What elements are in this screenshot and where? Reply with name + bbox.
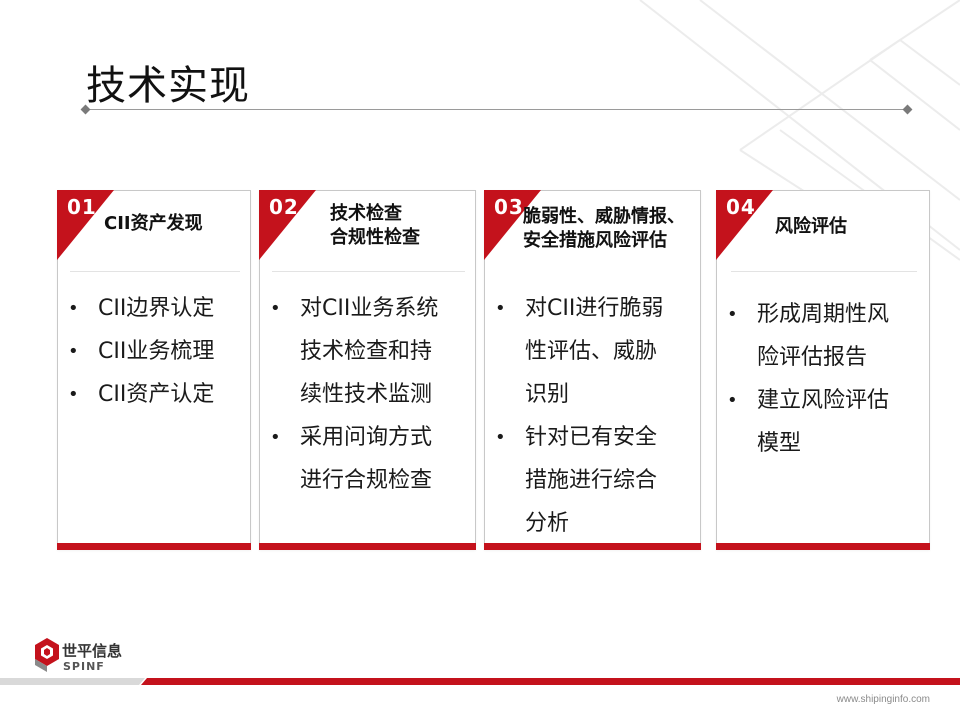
bullet-item: CII边界认定	[58, 287, 214, 330]
bullet-text-line: 建立风险评估	[757, 388, 890, 413]
bullet-text-line: 进行合规检查	[300, 468, 433, 493]
card-number: 01	[67, 195, 97, 219]
company-logo-icon	[35, 638, 59, 672]
bullet-text-line: 针对已有安全	[525, 425, 658, 450]
card-heading-line: 技术检查	[330, 203, 402, 224]
step-card-2: 02 技术检查 合规性检查 对CII业务系统 技术检查和持 续性技术监测 采用问…	[259, 190, 476, 550]
bullet-item: 建立风险评估 模型	[717, 379, 889, 465]
logo-name-en: SPINF	[63, 660, 105, 673]
bullet-item: 对CII进行脆弱 性评估、威胁 识别	[485, 287, 663, 416]
card-number: 03	[494, 195, 524, 219]
card-heading-line: CII资产发现	[104, 213, 203, 234]
bullet-text-line: 采用问询方式	[300, 425, 433, 450]
card-heading: 风险评估	[775, 215, 847, 239]
bullet-text-line: 性评估、威胁	[525, 339, 658, 364]
bullet-text: CII业务梳理	[98, 339, 215, 364]
card-heading: 脆弱性、威胁情报、 安全措施风险评估	[523, 205, 685, 253]
bullet-item: CII资产认定	[58, 373, 214, 416]
title-divider	[84, 109, 910, 110]
bullet-text-line: 对CII业务系统	[300, 296, 439, 321]
card-bottom-bar	[716, 543, 930, 550]
card-divider	[731, 271, 917, 272]
bullet-text-line: 险评估报告	[757, 345, 868, 370]
bullet-item: CII业务梳理	[58, 330, 214, 373]
card-heading-line: 合规性检查	[330, 227, 420, 248]
card-corner-ribbon	[484, 190, 541, 260]
card-heading: 技术检查 合规性检查	[330, 202, 420, 250]
bullet-item: 形成周期性风 险评估报告	[717, 293, 889, 379]
card-divider	[272, 271, 465, 272]
card-heading: CII资产发现	[104, 212, 203, 236]
bullet-text: CII边界认定	[98, 296, 215, 321]
card-corner-ribbon	[716, 190, 773, 260]
card-heading-line: 风险评估	[775, 216, 847, 237]
footer-bar	[0, 678, 960, 685]
bullet-item: 针对已有安全 措施进行综合 分析	[485, 416, 663, 545]
bullet-text-line: 对CII进行脆弱	[525, 296, 664, 321]
card-number: 04	[726, 195, 756, 219]
bullet-text-line: 续性技术监测	[300, 382, 433, 407]
bullet-text-line: 模型	[757, 431, 802, 456]
step-card-3: 03 脆弱性、威胁情报、 安全措施风险评估 对CII进行脆弱 性评估、威胁 识别…	[484, 190, 701, 550]
bullet-text-line: 分析	[525, 511, 570, 536]
logo-name-cn: 世平信息	[62, 642, 123, 660]
bullet-text-line: 形成周期性风	[757, 302, 890, 327]
bullet-item: 对CII业务系统 技术检查和持 续性技术监测	[260, 287, 438, 416]
card-heading-line: 脆弱性、威胁情报、	[523, 206, 685, 227]
card-bottom-bar	[259, 543, 476, 550]
card-bottom-bar	[484, 543, 701, 550]
card-corner-ribbon	[259, 190, 316, 260]
bullet-text-line: 识别	[525, 382, 570, 407]
card-heading-line: 安全措施风险评估	[523, 230, 667, 251]
card-bottom-bar	[57, 543, 251, 550]
bullet-list: 形成周期性风 险评估报告 建立风险评估 模型	[717, 293, 889, 465]
step-card-4: 04 风险评估 形成周期性风 险评估报告 建立风险评估 模型	[716, 190, 930, 550]
step-card-1: 01 CII资产发现 CII边界认定 CII业务梳理 CII资产认定	[57, 190, 251, 550]
bullet-list: CII边界认定 CII业务梳理 CII资产认定	[58, 287, 214, 416]
website-url: www.shipinginfo.com	[836, 694, 930, 705]
bullet-list: 对CII业务系统 技术检查和持 续性技术监测 采用问询方式 进行合规检查	[260, 287, 438, 502]
bullet-text-line: 措施进行综合	[525, 468, 658, 493]
bullet-list: 对CII进行脆弱 性评估、威胁 识别 针对已有安全 措施进行综合 分析	[485, 287, 663, 545]
bullet-text-line: 技术检查和持	[300, 339, 433, 364]
card-divider	[70, 271, 240, 272]
bullet-text: CII资产认定	[98, 382, 215, 407]
bullet-item: 采用问询方式 进行合规检查	[260, 416, 438, 502]
page-title: 技术实现	[86, 63, 250, 109]
card-corner-ribbon	[57, 190, 114, 260]
card-number: 02	[269, 195, 299, 219]
